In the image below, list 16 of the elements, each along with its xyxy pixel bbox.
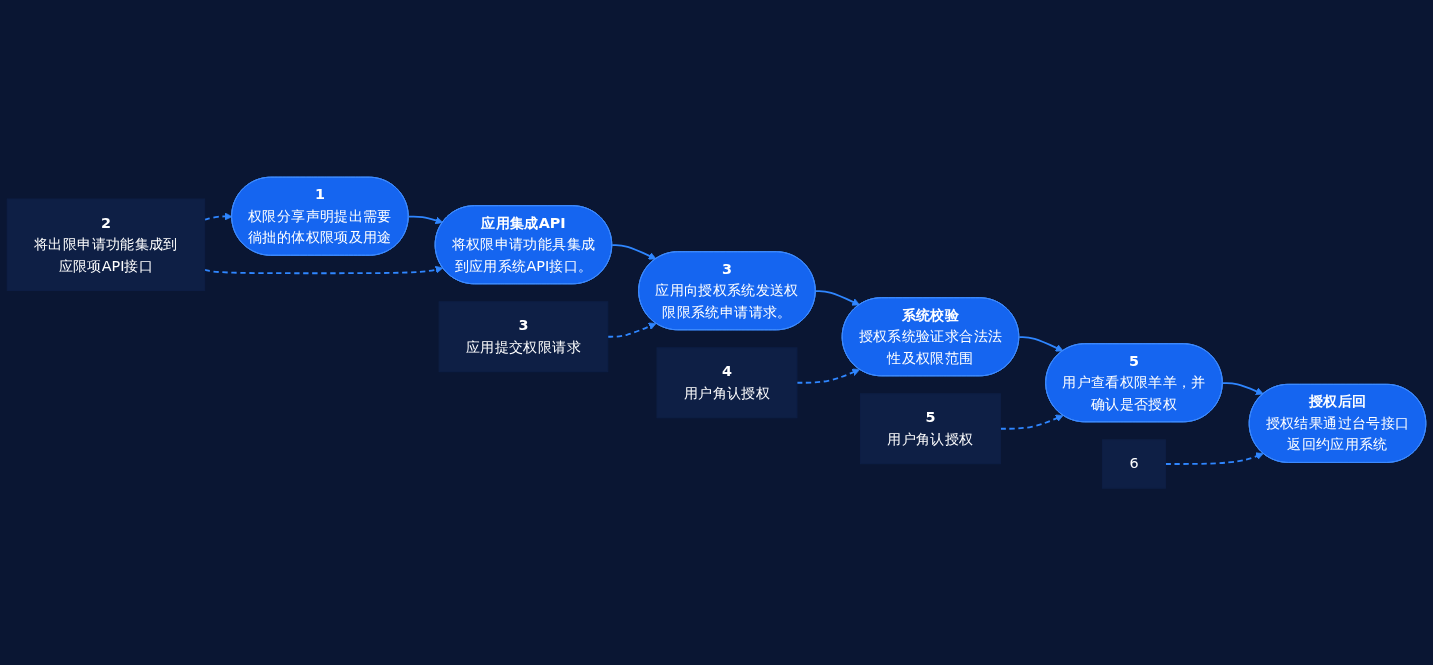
arrow xyxy=(796,368,860,384)
arrow xyxy=(1018,335,1064,352)
arrow xyxy=(611,243,657,260)
arrow xyxy=(606,322,657,338)
arrow xyxy=(1164,452,1264,465)
node-box: 6 xyxy=(1102,439,1166,489)
node-box: 2 将出限申请功能集成到应限项API接口 xyxy=(6,198,206,291)
arrow xyxy=(203,265,444,274)
node-box: 3 应用提交权限请求 xyxy=(438,301,609,372)
arrow xyxy=(999,414,1064,430)
arrow xyxy=(407,215,444,225)
arrow xyxy=(203,212,233,221)
node-box: 5 用户角认授权 xyxy=(860,393,1001,464)
node-box: 4 用户角认授权 xyxy=(656,347,798,418)
arrow xyxy=(814,289,860,306)
arrow xyxy=(1221,381,1264,395)
